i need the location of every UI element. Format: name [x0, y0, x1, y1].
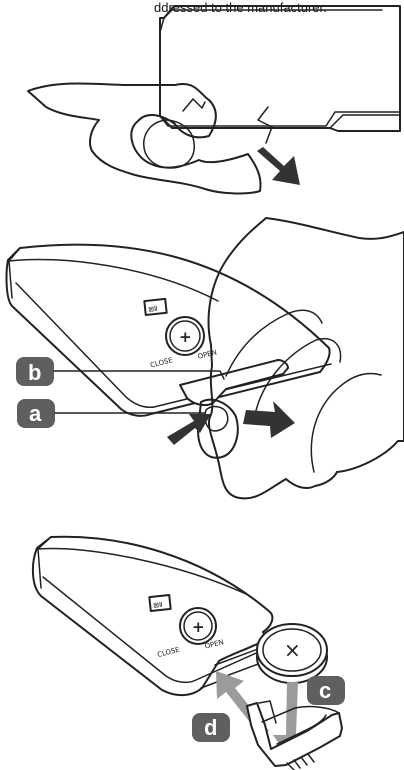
top-remote-edge-line	[159, 9, 383, 33]
middle-push-arrow	[167, 414, 211, 445]
bottom-remote-battery-insertion: ⊠Ⅱ + CLOSE OPEN ×	[31, 535, 343, 770]
top-latch-zigzag-left	[182, 98, 206, 112]
middle-left-thumb	[197, 398, 239, 459]
middle-left-thumb-nail	[204, 405, 229, 432]
top-hand-outline	[27, 82, 262, 195]
middle-battery-plus: +	[179, 328, 192, 346]
bottom-battery-tray-teeth	[286, 753, 315, 770]
middle-remote-top-line	[8, 247, 21, 299]
top-thumb-nail	[143, 119, 195, 169]
top-remote-and-hand	[27, 5, 401, 195]
bottom-small-icon-box	[148, 593, 172, 613]
middle-small-icon-text: ⊠Ⅱ	[148, 305, 158, 314]
bottom-battery-circle	[179, 607, 217, 645]
label-a-box	[17, 399, 55, 428]
middle-right-hand	[207, 217, 404, 500]
bottom-small-icon-text: ⊠Ⅱ	[153, 601, 163, 610]
top-latch-zigzag-right	[257, 106, 273, 144]
top-cut-off-text: ddressed to the manufacturer.	[154, 0, 327, 15]
middle-close-text: CLOSE	[149, 356, 173, 369]
middle-small-icon-box	[143, 297, 168, 317]
middle-finger-separation-2	[253, 338, 342, 421]
label-a-text: a	[29, 401, 42, 426]
label-c-text: c	[319, 678, 331, 703]
label-c-box	[307, 676, 345, 705]
top-remote-body	[159, 5, 401, 132]
middle-open-text: OPEN	[197, 348, 218, 360]
middle-battery-inner-circle	[169, 320, 201, 352]
bottom-battery-inner-circle	[183, 611, 213, 641]
label-b-text: b	[28, 360, 41, 385]
bottom-battery-plus: +	[192, 618, 205, 636]
middle-remote-tray-removal: ⊠Ⅱ + CLOSE OPEN	[5, 217, 404, 500]
middle-remote-bottom-line	[15, 282, 332, 409]
middle-battery-tray	[179, 359, 289, 407]
label-d-box	[192, 713, 230, 742]
bottom-remote-edge-line	[37, 547, 247, 595]
bottom-remote-bottom-line	[42, 576, 264, 684]
coin-battery	[256, 623, 328, 677]
top-remote-step-line	[329, 114, 401, 129]
middle-battery-circle	[165, 316, 205, 356]
bottom-battery-tray-inner	[258, 700, 340, 745]
label-d-text: d	[204, 715, 217, 740]
middle-finger-separation-1	[225, 309, 323, 377]
middle-remote-body	[5, 243, 331, 417]
middle-finger-separation-3	[310, 372, 382, 473]
callouts: b a c d	[16, 357, 345, 742]
coin-battery-inner	[262, 628, 322, 672]
bottom-close-text: CLOSE	[156, 646, 180, 659]
label-b-box	[16, 357, 54, 386]
top-release-arrow	[257, 147, 300, 185]
bottom-battery-tray	[246, 702, 343, 767]
middle-remote-edge-line	[8, 258, 219, 302]
top-remote-bottom-edge	[159, 111, 401, 127]
middle-pull-arrow	[243, 401, 295, 438]
coin-battery-mark: ×	[284, 638, 301, 662]
label-b-leader	[53, 370, 225, 380]
